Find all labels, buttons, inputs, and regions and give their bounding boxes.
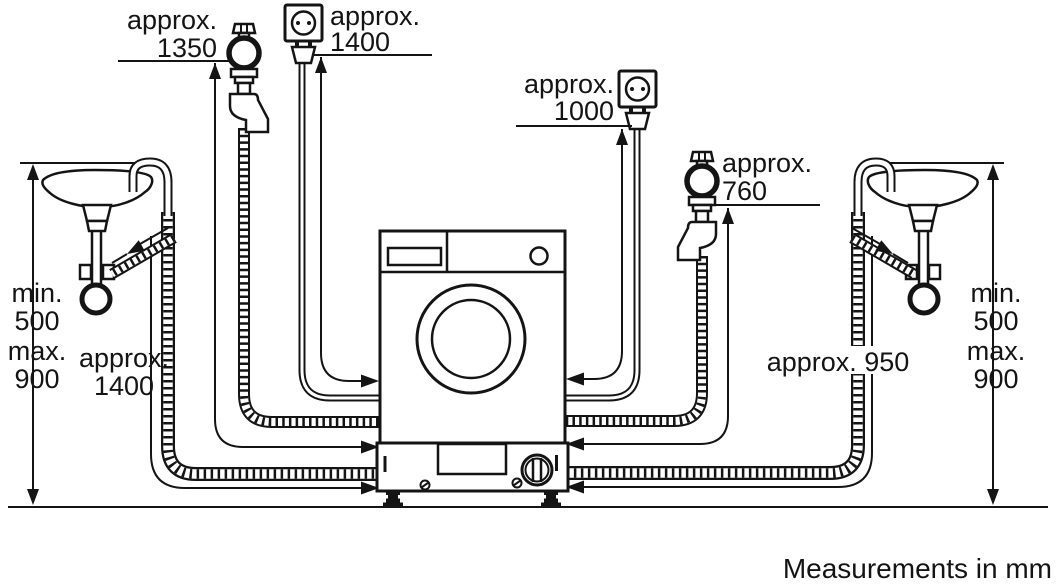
filter-cap-slot (531, 458, 543, 482)
label-max-value: 900 (973, 364, 1018, 394)
label-max-value: 900 (14, 364, 59, 394)
sink-right-icon (868, 170, 978, 313)
label-socket-left-line1: approx. (330, 1, 420, 31)
label-tap-left-line2: 1350 (157, 33, 217, 63)
machine-door (415, 283, 527, 395)
machine-foot-left (383, 491, 403, 507)
arrow-left-icon (566, 372, 584, 386)
arrow-left-icon (566, 480, 584, 494)
service-flap (436, 442, 508, 476)
siphon-leader-line-left (139, 227, 169, 245)
label-drain-hose-left: approx. 1400 (79, 343, 169, 401)
machine-display (386, 246, 443, 267)
drain-hose-left (112, 162, 381, 495)
arrow-right-icon (361, 374, 379, 388)
arrow-up-icon (315, 57, 327, 73)
units-caption: Measurements in mm (783, 553, 1052, 584)
drain-filter-cap (520, 453, 554, 487)
machine-door-glass (430, 298, 512, 380)
dimension-line-tap-left (209, 63, 379, 454)
label-socket-left: approx. 1400 (314, 1, 432, 57)
dimension-line-socket-left (315, 57, 379, 388)
arrow-left-icon (566, 437, 584, 451)
dimension-sink-right (870, 162, 1004, 505)
label-min: min. (970, 278, 1021, 308)
machine-knob (529, 246, 549, 266)
label-drain-right: approx. 950 (767, 347, 910, 377)
label-background (758, 346, 920, 374)
machine-foot-right (541, 491, 561, 507)
label-drain-left-line2: 1400 (94, 371, 154, 401)
arrow-up-icon (209, 63, 221, 79)
label-min: min. (11, 278, 62, 308)
washing-machine (375, 229, 570, 507)
label-tap-left-line1: approx. (127, 5, 217, 35)
dimension-line-socket-right (566, 129, 628, 386)
label-tap-right: approx. 760 (716, 148, 820, 206)
arrow-up-icon (616, 129, 628, 145)
power-cable-left (302, 60, 381, 398)
machine-body (378, 229, 567, 445)
arrow-up-icon (987, 164, 999, 180)
arrow-down-icon (27, 489, 39, 505)
label-sink-right-height: min. 500 max. 900 (967, 278, 1026, 394)
label-tap-left: approx. 1350 (118, 5, 232, 63)
supply-hose-left (244, 128, 381, 422)
label-min-value: 500 (973, 306, 1018, 336)
arrow-down-right-icon (875, 240, 893, 254)
arrow-down-left-icon (127, 240, 145, 254)
water-tap-left-icon (229, 24, 268, 132)
arrow-down-icon (987, 489, 999, 505)
label-socket-right-line1: approx. (524, 69, 614, 99)
drain-route-line-right (584, 236, 873, 488)
arrow-up-icon (722, 208, 734, 224)
arrow-right-icon (361, 481, 379, 495)
label-max: max. (8, 336, 67, 366)
water-tap-right-icon (678, 152, 717, 260)
siphon-leader-line-right (851, 227, 881, 245)
label-socket-left-line2: 1400 (330, 27, 390, 57)
plinth-clip-left (383, 456, 387, 472)
dimension-line-tap-right (566, 208, 734, 451)
label-tap-right-line1: approx. (722, 148, 812, 178)
drain-hose-right (566, 162, 914, 494)
label-drain-hose-right: approx. 950 (758, 346, 920, 377)
drain-route-line-left (150, 236, 361, 489)
drain-filter-cap-inner (524, 457, 550, 483)
label-min-value: 500 (14, 306, 59, 336)
label-socket-right: approx. 1000 (516, 69, 632, 127)
label-socket-right-line2: 1000 (554, 96, 614, 126)
arrow-up-icon (27, 164, 39, 180)
arrow-right-icon (361, 440, 379, 454)
power-socket-right-icon (617, 69, 658, 131)
label-drain-left-line1: approx. (79, 343, 169, 373)
label-sink-left-height: min. 500 max. 900 (8, 278, 67, 394)
power-cable-right (566, 127, 637, 398)
label-max: max. (967, 336, 1026, 366)
label-tap-right-line2: 760 (722, 176, 767, 206)
plinth-clip-right (555, 455, 558, 471)
